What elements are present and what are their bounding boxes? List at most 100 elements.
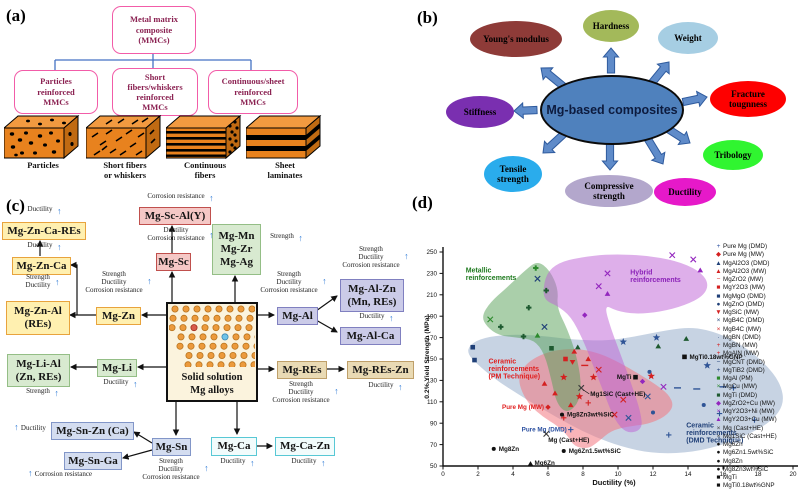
y-tick-label: 90 — [430, 420, 438, 427]
legend-label: Mg1SiC (Cast+HE) — [723, 432, 777, 440]
atom — [176, 342, 184, 350]
data-point — [644, 393, 651, 400]
data-point — [568, 426, 574, 433]
legend-label: MgTi (DMD) — [723, 391, 758, 399]
region-label: (DMD Technique) — [686, 438, 743, 445]
up-arrow-icon: ↑ — [388, 313, 394, 324]
data-point — [647, 372, 655, 380]
legend-item: ▼MgSiC (MW) — [715, 309, 806, 317]
property-bubble-compressive-strength: Compressive strength — [565, 175, 653, 207]
legend-item: −MgZrO2 (MW) — [715, 276, 806, 284]
effect-annotation: Strength Ductility Corrosion resistance↑ — [142, 457, 209, 482]
alloy-box-mg-zn-ca-res: Mg-Zn-Ca-REs — [2, 222, 86, 240]
property-bubble-weight: Weight — [658, 22, 718, 54]
alloy-box-mg-zn-al-res: Mg-Zn-Al (REs) — [6, 301, 70, 335]
atom — [193, 305, 201, 313]
data-point — [541, 323, 548, 330]
data-point — [549, 346, 554, 351]
legend-marker-icon: ■ — [716, 391, 721, 399]
alloy-box-mg-ca-zn: Mg-Ca-Zn — [275, 437, 335, 456]
legend-label: Pure Mg (MW) — [723, 251, 764, 259]
up-arrow-icon: ↑ — [54, 276, 60, 287]
atom — [198, 342, 206, 350]
property-bubble-young-s-modulus: Young's modulus — [470, 21, 562, 57]
data-point — [541, 380, 548, 386]
legend-marker-icon: − — [716, 358, 721, 366]
legend-label: MgZnO (DMD) — [723, 300, 765, 308]
x-axis-label: Ductility (%) — [592, 478, 636, 487]
atom — [171, 305, 179, 313]
data-point — [582, 312, 588, 318]
property-bubble-fracture-tougnness: Fracture tougnness — [710, 81, 786, 117]
x-tick-label: 16 — [719, 471, 727, 478]
up-arrow-icon: ↑ — [334, 386, 339, 397]
atom — [251, 352, 255, 359]
atom — [248, 305, 255, 313]
up-arrow-icon: ↑ — [397, 382, 403, 393]
legend-marker-icon: × — [716, 325, 721, 333]
legend-item: ●Mg8Zn — [715, 458, 806, 466]
legend-marker-icon: × — [716, 383, 721, 391]
particles-illustration — [4, 114, 80, 160]
legend-item: −MgCNT (DMD) — [715, 359, 806, 367]
data-point — [660, 383, 667, 390]
caption-continuous-fibers: Continuous fibers — [183, 160, 227, 180]
legend-marker-icon: ■ — [716, 474, 721, 481]
y-tick-label: 210 — [426, 292, 437, 299]
short-fibers-illustration — [86, 114, 162, 160]
data-point — [683, 335, 690, 341]
panel-d-tag: (d) — [412, 193, 433, 212]
data-point — [491, 446, 496, 451]
point-label-mg6zn: Mg6Zn — [535, 460, 555, 467]
tree-child-particles: Particles reinforced MMCs — [14, 70, 98, 114]
atom — [199, 333, 207, 341]
data-point — [527, 461, 534, 467]
legend-marker-icon: + — [716, 350, 721, 358]
y-tick-label: 110 — [427, 399, 438, 406]
atom — [231, 342, 239, 350]
atom — [237, 305, 245, 313]
atom — [185, 351, 193, 359]
legend-item: ▲MgAl2O3 (MW) — [715, 268, 806, 276]
atom — [210, 333, 218, 341]
effect-annotation: Ductility↑ — [220, 457, 255, 469]
data-point — [639, 378, 646, 385]
legend-item: ■MgMgO (DMD) — [715, 293, 806, 301]
x-tick-label: 8 — [581, 471, 585, 478]
legend-marker-icon: × — [716, 408, 721, 415]
data-point — [543, 287, 549, 294]
effect-annotation: Strength Ductility↑ — [25, 273, 60, 290]
data-point — [589, 373, 598, 381]
point-label-mg8zn3wt-sic: Mg8Zn3wt%SiC — [567, 412, 614, 419]
atom — [215, 305, 223, 313]
data-point — [697, 267, 704, 273]
region-hybrid-reinforcements — [543, 254, 708, 433]
data-point — [545, 404, 551, 410]
data-point — [552, 390, 558, 396]
alloy-box-mg-al-ca: Mg-Al-Ca — [340, 327, 401, 345]
atom — [245, 324, 253, 332]
tree-root-mmcs: Metal matrix composite (MMCs) — [112, 6, 196, 54]
y-tick-label: 170 — [426, 335, 437, 342]
effect-annotation: ↑ Corrosion resistance — [27, 468, 93, 479]
data-point — [690, 256, 697, 263]
alloy-box-mg-ca: Mg-Ca — [211, 437, 257, 456]
effect-annotation: Ductility↑ — [27, 205, 62, 217]
panel-a-tag: (a) — [6, 6, 26, 25]
panel-b-tag: (b) — [417, 8, 438, 27]
legend-label: Mg6Zn1.5wt%SiC — [723, 449, 774, 457]
legend-item: ◆Pure Mg (MW) — [715, 251, 806, 259]
atom — [243, 333, 251, 341]
data-point — [543, 430, 550, 437]
atom — [187, 342, 195, 350]
point-label-pure-mg-dmd-: Pure Mg (DMD) — [522, 427, 567, 434]
effect-annotation: Ductility Corrosion resistance↑ — [147, 226, 214, 243]
x-tick-label: 2 — [476, 471, 480, 478]
legend-marker-icon: × — [716, 317, 721, 325]
legend-item: ×MgCu (MW) — [715, 383, 806, 391]
data-point — [534, 332, 541, 338]
x-tick-label: 0 — [441, 471, 445, 478]
point-label-pure-mg-mw-: Pure Mg (MW) — [502, 404, 544, 411]
